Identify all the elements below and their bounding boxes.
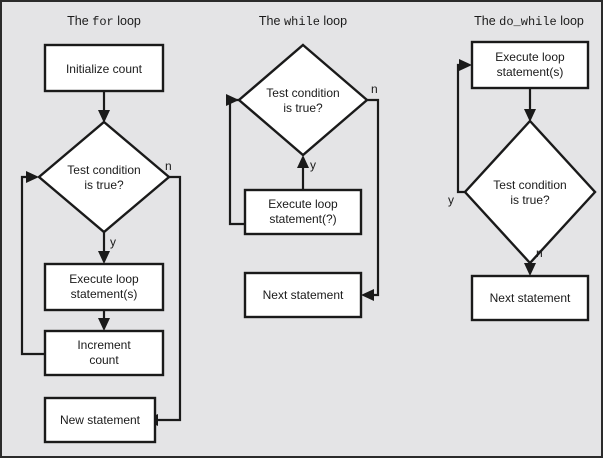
do-while-node-test-condition-line2: is true? <box>510 193 550 207</box>
while-node-test-condition <box>237 43 369 157</box>
for-loop-title-prefix: The <box>67 14 92 28</box>
do-while-node-next-statement <box>470 274 590 322</box>
for-node-test-condition-line1: Test condition <box>67 163 140 177</box>
for-loop-title-suffix: loop <box>114 14 141 28</box>
for-edge-no-branch <box>154 175 182 422</box>
while-loop-title-keyword: while <box>284 15 320 29</box>
do-while-loop-title-suffix: loop <box>557 14 584 28</box>
while-edge-label-yes: y <box>310 158 316 172</box>
for-loop-title-keyword: for <box>92 15 114 29</box>
for-node-initialize-count <box>43 43 165 93</box>
do-while-node-test-condition <box>463 119 597 265</box>
for-arrowhead-loop-back <box>26 171 39 183</box>
while-edge-no-branch <box>367 98 380 297</box>
while-node-next-statement <box>243 271 363 319</box>
while-node-test-condition-line2: is true? <box>283 101 323 115</box>
while-node-execute-body-line2: statement(?) <box>269 212 336 226</box>
while-node-next-statement-label: Next statement <box>263 288 344 302</box>
while-node-execute-body-line1: Execute loop <box>268 197 338 211</box>
do-while-edge-yes-branch <box>456 63 465 194</box>
do-while-node-next-statement-label: Next statement <box>490 291 571 305</box>
for-node-execute-body-line2: statement(s) <box>71 287 138 301</box>
while-node-test-condition-line1: Test condition <box>266 86 339 100</box>
do-while-node-test-condition-line1: Test condition <box>493 178 566 192</box>
for-node-increment-count-line1: Increment <box>77 338 131 352</box>
do-while-edge-label-yes: y <box>448 193 454 207</box>
for-node-test-condition <box>37 120 171 234</box>
while-loop-title-prefix: The <box>259 14 284 28</box>
for-loop-title: The for loop <box>67 14 141 29</box>
while-arrowhead-yes-branch <box>297 155 309 168</box>
for-edge-label-yes: y <box>110 235 116 249</box>
do-while-loop-title-prefix: The <box>474 14 499 28</box>
for-node-new-statement <box>43 396 157 444</box>
for-node-test-condition-line2: is true? <box>84 178 124 192</box>
do-while-arrowhead-body-to-test <box>524 109 536 122</box>
for-node-initialize-count-label: Initialize count <box>66 62 143 76</box>
do-while-loop-title: The do_while loop <box>474 14 584 29</box>
do-while-edge-label-no: n <box>536 246 543 260</box>
while-edge-label-no: n <box>371 82 378 96</box>
while-arrowhead-loop-back <box>226 94 239 106</box>
column-while-loop: The while loop Test condition is true? n… <box>226 14 380 319</box>
while-loop-title: The while loop <box>259 14 347 29</box>
column-do-while-loop: The do_while loop Execute loop statement… <box>448 14 597 322</box>
for-arrowhead-yes-branch <box>98 251 110 264</box>
for-arrowhead-init-to-test <box>98 110 110 123</box>
for-node-execute-body-line1: Execute loop <box>69 272 139 286</box>
for-node-new-statement-label: New statement <box>60 413 141 427</box>
do-while-loop-title-keyword: do_while <box>499 15 557 29</box>
while-edge-loop-back <box>228 98 245 226</box>
for-node-increment-count <box>43 329 165 377</box>
for-arrowhead-body-to-increment <box>98 318 110 331</box>
do-while-arrowhead-yes-branch <box>459 59 472 71</box>
for-edge-label-no: n <box>165 159 172 173</box>
do-while-node-execute-body-line1: Execute loop <box>495 50 565 64</box>
for-edge-loop-back <box>20 175 45 356</box>
do-while-arrowhead-no-branch <box>524 263 536 276</box>
while-loop-title-suffix: loop <box>320 14 347 28</box>
do-while-node-execute-body <box>470 40 590 90</box>
column-for-loop: The for loop Initialize count Test condi… <box>20 14 182 444</box>
while-arrowhead-no-branch <box>361 289 374 301</box>
while-node-execute-body <box>243 188 363 236</box>
do-while-node-execute-body-line2: statement(s) <box>497 65 564 79</box>
for-node-increment-count-line2: count <box>89 353 119 367</box>
